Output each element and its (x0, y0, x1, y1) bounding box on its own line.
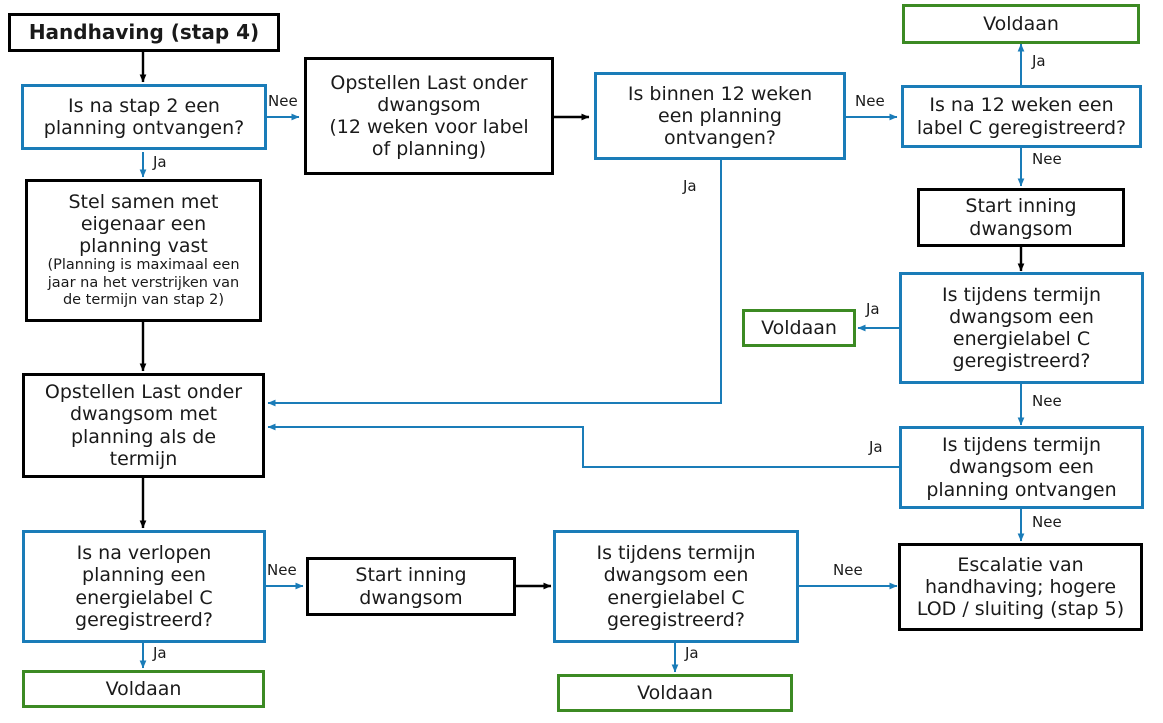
node-text-line: energielabel C (952, 328, 1091, 350)
node-text-line: ontvangen? (664, 127, 776, 150)
node-text-line: dwangsom (377, 93, 481, 116)
node-text-line: Is na verlopen (76, 542, 212, 565)
node-start-inning-dwangsom-right[interactable]: Start inning dwangsom (917, 188, 1125, 247)
edge-label-ja-na12: Ja (1032, 52, 1046, 70)
node-text-line: handhaving; hogere (924, 575, 1117, 598)
node-opstellen-lod[interactable]: Opstellen Last onder dwangsom (12 weken … (304, 57, 554, 175)
node-stel-samen-met-eigenaar[interactable]: Stel samen met eigenaar een planning vas… (25, 179, 262, 322)
node-subtext-line: jaar na het verstrijken van (47, 274, 240, 291)
node-text-line: (12 weken voor label (329, 116, 529, 138)
node-text-line: Is tijdens termijn (941, 434, 1101, 457)
node-text-line: eigenaar een (80, 213, 207, 236)
node-text-line: Is na 12 weken een (929, 94, 1114, 117)
node-text-line: planning ontvangen? (43, 117, 245, 139)
node-text-line: Opstellen Last onder (44, 381, 243, 404)
node-q-na-stap2[interactable]: Is na stap 2 een planning ontvangen? (21, 84, 267, 150)
node-text-line: Voldaan (105, 677, 182, 700)
edge-label-nee-na12: Nee (1032, 150, 1062, 168)
edge-label-nee-stap2: Nee (268, 92, 298, 110)
node-text-line: energielabel C (75, 586, 213, 609)
node-text-line: Is tijdens termijn (941, 283, 1101, 306)
node-voldaan-bottom-mid: Voldaan (557, 674, 793, 712)
node-text-line: dwangsom met (69, 403, 218, 426)
node-q-tijdens-termijn-planning[interactable]: Is tijdens termijn dwangsom een planning… (899, 426, 1144, 509)
node-voldaan-bottom-left: Voldaan (22, 670, 265, 708)
edge-label-ja-label-right: Ja (866, 300, 880, 318)
edge-label-ja-label-bottom: Ja (685, 644, 699, 662)
edge-label-nee-label-right: Nee (1032, 392, 1062, 410)
node-title-label: Handhaving (stap 4) (28, 19, 260, 44)
node-text-line: Start inning (355, 564, 467, 587)
node-subtext-line: de termijn van stap 2) (62, 292, 225, 309)
edge-label-ja-binnen12: Ja (683, 177, 697, 195)
node-text-line: Is binnen 12 weken (627, 82, 813, 105)
node-title-handhaving: Handhaving (stap 4) (8, 13, 280, 52)
node-text-line: Stel samen met (68, 191, 219, 214)
edge-label-nee-label-bottom: Nee (833, 561, 863, 579)
node-q-tijdens-termijn-label-c-right[interactable]: Is tijdens termijn dwangsom een energiel… (899, 272, 1144, 384)
node-q-na-verlopen-planning[interactable]: Is na verlopen planning een energielabel… (22, 530, 266, 643)
node-text-line: dwangsom een (949, 456, 1094, 479)
node-q-na-12-weken-label-c[interactable]: Is na 12 weken een label C geregistreerd… (901, 85, 1142, 148)
node-text-line: planning vast (79, 235, 208, 258)
node-q-binnen-12-weken[interactable]: Is binnen 12 weken een planning ontvange… (594, 72, 846, 160)
edge-label-nee-verlopen: Nee (267, 561, 297, 579)
node-text-line: planning als de (70, 425, 217, 448)
node-text-line: Escalatie van (957, 553, 1084, 576)
node-text-line: Opstellen Last onder (330, 71, 528, 94)
node-text-line: dwangsom (359, 586, 463, 609)
node-voldaan-mid-right: Voldaan (742, 309, 856, 347)
edge-q-binnen12-ja (267, 158, 722, 407)
node-text-line: LOD / sluiting (stap 5) (916, 598, 1125, 621)
node-text-line: een planning (658, 104, 782, 127)
node-text-line: termijn (109, 447, 178, 470)
node-escalatie[interactable]: Escalatie van handhaving; hogere LOD / s… (898, 543, 1143, 631)
edge-q-planning-ja (267, 423, 899, 468)
node-text-line: planning een (82, 564, 206, 587)
node-text-line: dwangsom een (949, 305, 1094, 328)
edge-label-ja-planning-q: Ja (869, 438, 883, 456)
edge-label-ja-stap2: Ja (153, 153, 167, 171)
node-text-line: Is na stap 2 een (68, 94, 220, 117)
node-text-line: geregistreerd? (75, 608, 213, 631)
node-text-line: Voldaan (637, 681, 713, 704)
node-text-line: Is tijdens termijn (596, 542, 756, 565)
node-start-inning-dwangsom-bottom[interactable]: Start inning dwangsom (306, 557, 516, 616)
edge-label-ja-verlopen: Ja (153, 644, 167, 662)
node-text-line: geregistreerd? (952, 350, 1091, 373)
node-text-line: Voldaan (761, 316, 837, 339)
node-text-line: Start inning (965, 195, 1077, 218)
node-text-line: planning ontvangen (926, 478, 1117, 501)
node-text-line: geregistreerd? (607, 608, 745, 631)
edge-label-nee-binnen12: Nee (855, 92, 885, 110)
node-opstellen-lod-met-planning[interactable]: Opstellen Last onder dwangsom met planni… (22, 373, 265, 478)
node-subtext-line: (Planning is maximaal een (47, 257, 240, 274)
node-text-line: of planning) (371, 138, 487, 161)
edge-label-nee-planning-q: Nee (1032, 513, 1062, 531)
node-q-tijdens-termijn-label-c-bottom[interactable]: Is tijdens termijn dwangsom een energiel… (553, 530, 799, 643)
node-text-line: dwangsom een (603, 564, 749, 587)
node-text-line: Voldaan (983, 12, 1059, 35)
node-text-line: label C geregistreerd? (916, 116, 1127, 139)
node-voldaan-top-right: Voldaan (902, 4, 1140, 44)
node-text-line: dwangsom (969, 217, 1073, 240)
node-text-line: energielabel C (607, 586, 745, 609)
